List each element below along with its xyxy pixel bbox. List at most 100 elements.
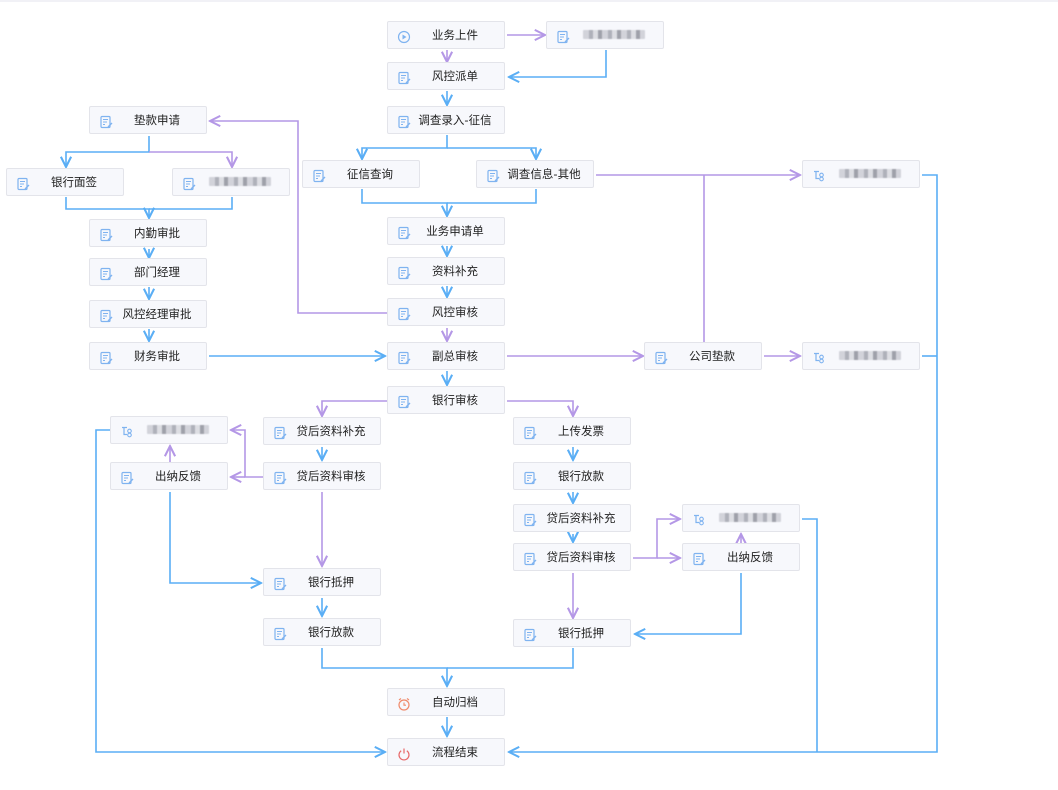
redacted-label — [839, 169, 901, 178]
flow-node[interactable]: 公司垫款 — [644, 342, 762, 370]
flow-node[interactable]: 内勤审批 — [89, 219, 207, 247]
node-label: 出纳反馈 — [155, 469, 201, 483]
node-label: 银行抵押 — [308, 575, 354, 589]
redacted-label — [839, 351, 901, 360]
flow-node[interactable]: 银行抵押 — [263, 568, 381, 596]
node-label: 贷后资料补充 — [546, 511, 616, 525]
node-label: 出纳反馈 — [727, 550, 773, 564]
subprocess-icon — [812, 350, 826, 364]
flow-node[interactable] — [172, 168, 290, 196]
flow-node[interactable] — [802, 160, 920, 188]
node-label — [111, 423, 227, 437]
edge — [322, 400, 387, 416]
form-icon — [397, 114, 411, 129]
node-label: 风控审核 — [432, 305, 478, 319]
flow-node[interactable]: 自动归档 — [387, 688, 505, 716]
flow-node[interactable]: 出纳反馈 — [682, 543, 800, 571]
node-label: 公司垫款 — [689, 349, 735, 363]
flow-node[interactable]: 业务申请单 — [387, 217, 505, 245]
flow-node[interactable]: 银行放款 — [263, 618, 381, 646]
flow-node[interactable]: 业务上件 — [387, 21, 505, 49]
flow-node[interactable]: 风控经理审批 — [89, 300, 207, 328]
flow-node[interactable]: 风控派单 — [387, 62, 505, 90]
edge — [447, 189, 537, 204]
node-label: 垫款申请 — [134, 113, 180, 127]
edge — [509, 174, 938, 752]
flow-node[interactable]: 垫款申请 — [89, 106, 207, 134]
flow-node[interactable]: 银行审核 — [387, 386, 505, 414]
node-label: 业务上件 — [432, 28, 478, 42]
form-icon — [99, 114, 113, 129]
form-icon — [397, 70, 411, 85]
form-icon — [397, 350, 411, 365]
node-label: 部门经理 — [134, 265, 180, 279]
edge — [509, 50, 607, 77]
flow-node[interactable]: 流程结束 — [387, 738, 505, 766]
node-label: 上传发票 — [558, 424, 604, 438]
edge — [210, 121, 387, 314]
node-label: 风控派单 — [432, 69, 478, 83]
flow-node[interactable]: 银行面签 — [6, 168, 124, 196]
node-label: 流程结束 — [432, 745, 478, 759]
edge — [321, 648, 447, 686]
flow-node[interactable]: 银行放款 — [513, 462, 631, 490]
redacted-label — [209, 177, 271, 186]
edge — [66, 136, 150, 167]
flow-node[interactable]: 上传发票 — [513, 417, 631, 445]
edge — [361, 189, 447, 216]
edge — [635, 573, 742, 634]
edge — [65, 197, 149, 218]
flow-node[interactable]: 资料补充 — [387, 257, 505, 285]
form-icon — [523, 425, 537, 440]
form-icon — [397, 225, 411, 240]
redacted-label — [719, 513, 781, 522]
redacted-label — [147, 425, 209, 434]
flow-node[interactable]: 贷后资料审核 — [513, 543, 631, 571]
subprocess-icon — [692, 512, 706, 526]
power-icon — [397, 746, 411, 761]
edge — [447, 147, 536, 159]
node-label: 风控经理审批 — [122, 307, 192, 321]
flow-node[interactable]: 征信查询 — [302, 160, 420, 188]
flow-node[interactable]: 贷后资料审核 — [263, 462, 381, 490]
flow-node[interactable] — [546, 21, 664, 49]
flow-node[interactable] — [110, 416, 228, 444]
edge — [149, 151, 232, 167]
node-label — [803, 167, 919, 181]
flow-node[interactable]: 出纳反馈 — [110, 462, 228, 490]
flow-node[interactable]: 财务审批 — [89, 342, 207, 370]
node-label: 财务审批 — [134, 349, 180, 363]
flow-node[interactable]: 银行抵押 — [513, 619, 631, 647]
form-icon — [523, 512, 537, 527]
form-icon — [182, 176, 196, 191]
node-label: 资料补充 — [432, 264, 478, 278]
timer-icon — [397, 696, 411, 711]
node-label — [547, 28, 663, 42]
flow-node[interactable]: 调查信息-其他 — [476, 160, 594, 188]
flow-node[interactable] — [802, 342, 920, 370]
node-label: 业务申请单 — [426, 224, 484, 238]
node-label: 银行抵押 — [558, 626, 604, 640]
flow-node[interactable]: 贷后资料补充 — [263, 417, 381, 445]
form-icon — [397, 394, 411, 409]
form-icon — [273, 626, 287, 641]
form-icon — [273, 425, 287, 440]
edge — [802, 518, 818, 752]
flow-node[interactable]: 贷后资料补充 — [513, 504, 631, 532]
form-icon — [397, 306, 411, 321]
node-label: 银行审核 — [432, 393, 478, 407]
form-icon — [523, 551, 537, 566]
form-icon — [99, 308, 113, 323]
subprocess-icon — [812, 168, 826, 182]
node-label — [803, 349, 919, 363]
flow-node[interactable] — [682, 504, 800, 532]
flow-node[interactable]: 副总审核 — [387, 342, 505, 370]
flow-node[interactable]: 调查录入-征信 — [387, 106, 505, 134]
flow-node[interactable]: 部门经理 — [89, 258, 207, 286]
form-icon — [397, 265, 411, 280]
edge — [362, 135, 448, 159]
flow-node[interactable]: 风控审核 — [387, 298, 505, 326]
form-icon — [99, 266, 113, 281]
form-icon — [523, 627, 537, 642]
